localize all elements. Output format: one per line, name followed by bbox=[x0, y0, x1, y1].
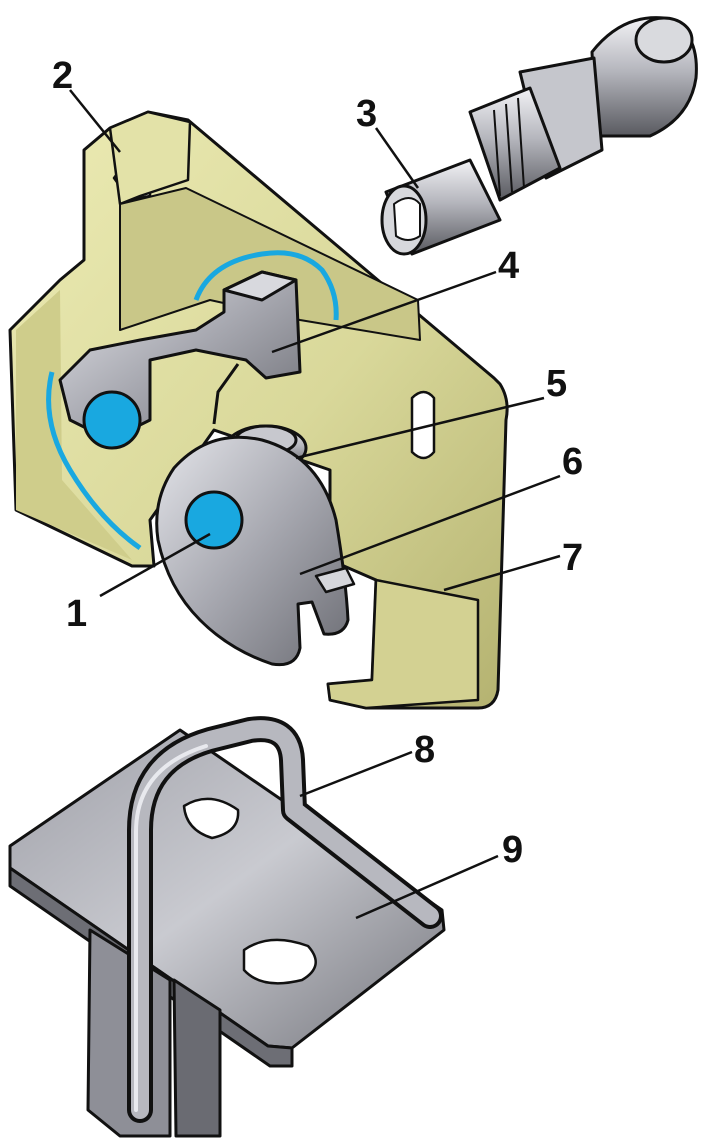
callout-9: 9 bbox=[502, 829, 523, 871]
callout-4: 4 bbox=[498, 245, 519, 287]
callout-1: 1 bbox=[66, 593, 87, 635]
leader-line-1 bbox=[99, 532, 211, 598]
leader-line-2 bbox=[69, 89, 121, 153]
ratchet-6 bbox=[155, 435, 356, 667]
callout-6: 6 bbox=[562, 441, 583, 483]
striker-pin-3 bbox=[380, 16, 698, 256]
leader-line-3 bbox=[374, 127, 420, 189]
callout-7: 7 bbox=[562, 537, 583, 579]
callout-2: 2 bbox=[52, 55, 73, 97]
callout-numbers: 2 3 4 5 6 7 1 8 9 bbox=[52, 55, 583, 871]
leader-line-4 bbox=[271, 270, 497, 354]
leader-line-6 bbox=[299, 474, 561, 576]
leader-lines bbox=[69, 89, 561, 920]
callout-5: 5 bbox=[546, 363, 567, 405]
striker-plate-9 bbox=[8, 728, 446, 1138]
leader-line-7 bbox=[443, 554, 561, 592]
callout-8: 8 bbox=[414, 729, 435, 771]
pivot-hole-upper bbox=[82, 390, 142, 450]
lever-4 bbox=[58, 270, 302, 450]
lock-housing bbox=[8, 110, 509, 710]
seal-contour bbox=[46, 250, 339, 551]
callout-3: 3 bbox=[356, 93, 377, 135]
striker-loop-8 bbox=[127, 716, 443, 1123]
spring-wire bbox=[212, 363, 240, 425]
leader-line-5 bbox=[295, 396, 545, 460]
leader-line-8 bbox=[299, 750, 413, 798]
pivot-hole-lower bbox=[184, 490, 244, 550]
leader-line-9 bbox=[355, 854, 499, 920]
